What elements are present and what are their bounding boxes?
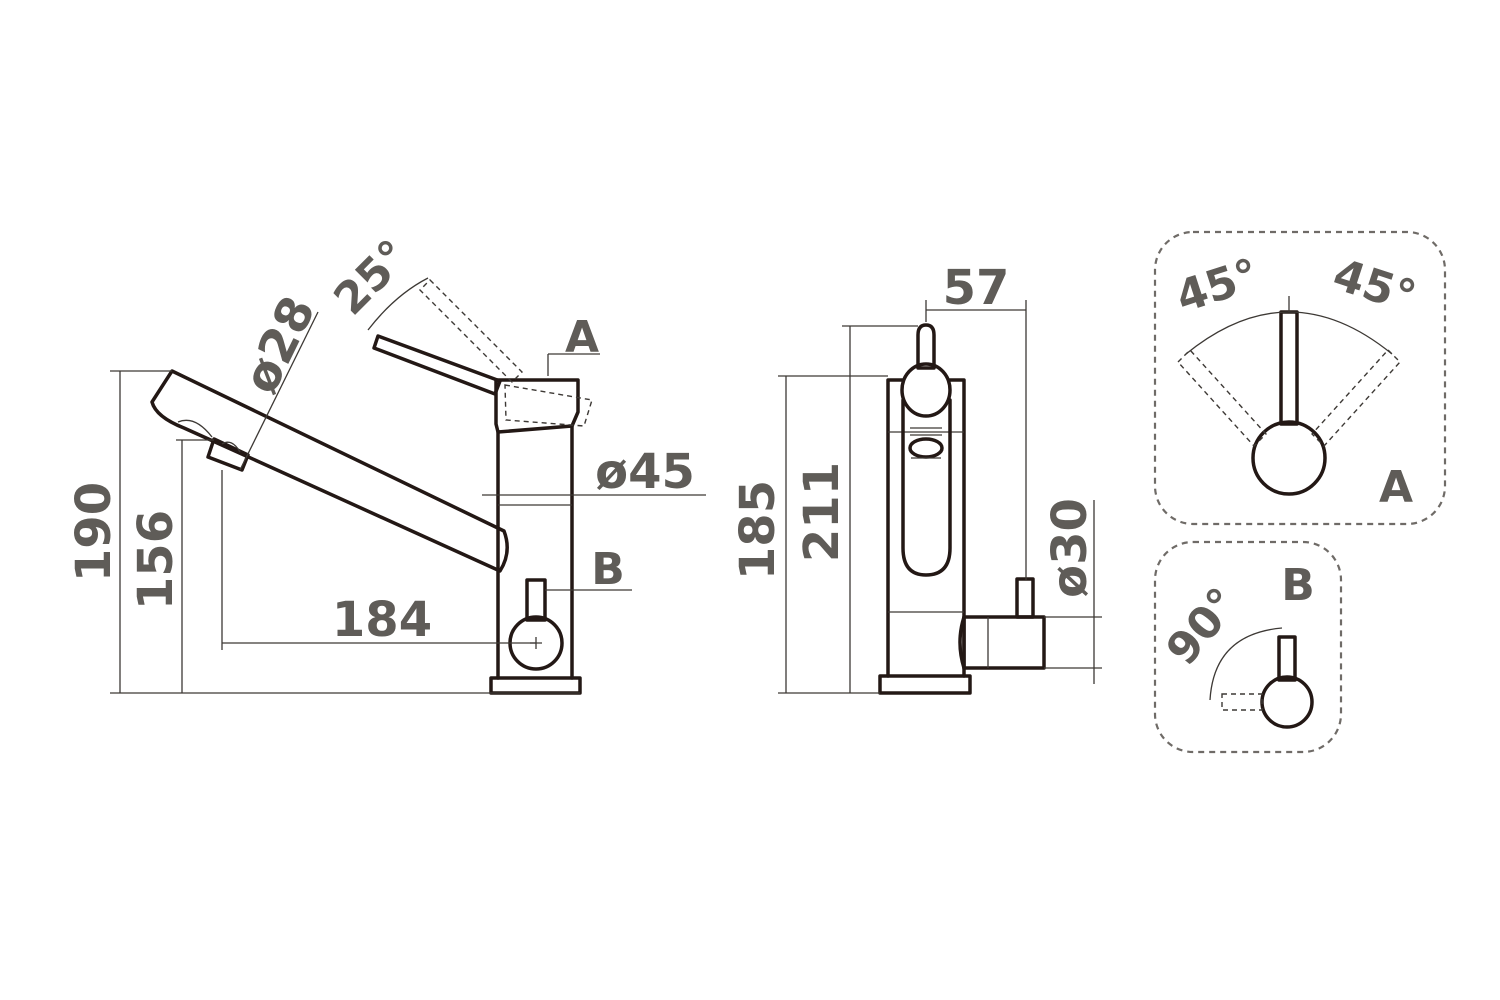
detail-b-label: B [1281, 560, 1315, 611]
dim-ø30: ø30 [1042, 498, 1098, 598]
front-lever [916, 323, 936, 370]
detail-a-lever [1279, 310, 1299, 426]
front-knob [900, 362, 952, 418]
front-aerator [908, 437, 944, 459]
side-lever-raised [419, 279, 593, 427]
front-valve-stem [1015, 577, 1035, 619]
front-view: 185 211 57 ø30 [730, 260, 1102, 695]
dim-line-184 [221, 470, 536, 650]
detail-a: 45° 45° A [1153, 230, 1447, 526]
dim-line-57 [925, 300, 1027, 580]
dim-line-185 [778, 375, 888, 694]
detail-b-knob [1260, 675, 1314, 729]
front-valve [962, 615, 1046, 670]
front-cap-inner [888, 431, 964, 613]
dim-57: 57 [943, 260, 1010, 316]
detail-a-lever-left [1177, 348, 1267, 448]
dim-line-30 [1044, 500, 1102, 684]
dim-ø28: ø28 [233, 288, 327, 402]
side-body [496, 424, 574, 680]
side-cap [494, 378, 580, 434]
side-base [489, 676, 582, 695]
front-spout [901, 398, 952, 577]
side-lever [372, 334, 502, 396]
detail-a-lever-right [1311, 348, 1401, 448]
dim-190: 190 [66, 482, 122, 582]
dim-25-deg: 25° [324, 230, 419, 325]
dim-156: 156 [128, 510, 184, 610]
detail-b-angle: 90° [1157, 578, 1250, 675]
dim-184: 184 [332, 592, 432, 648]
detail-b-arc [1209, 627, 1283, 701]
side-view: 190 156 184 ø28 ø45 25° A B [66, 230, 706, 695]
front-aerator-top [910, 427, 942, 436]
detail-a-angle-right: 45° [1327, 249, 1422, 323]
detail-b: 90° B [1153, 540, 1343, 754]
detail-a-label: A [1379, 462, 1413, 513]
dim-line-25 [367, 277, 429, 331]
leader-a [547, 353, 600, 376]
front-valve-cap [958, 615, 966, 670]
detail-a-arc [1185, 311, 1393, 355]
detail-b-lever [1277, 635, 1297, 682]
front-base [878, 674, 972, 695]
label-a: A [565, 312, 599, 363]
side-diverter-stem [525, 578, 547, 622]
dim-211: 211 [794, 462, 850, 562]
side-spout-curve [177, 419, 241, 453]
side-spout [150, 369, 509, 573]
dim-line-211 [842, 325, 918, 693]
label-b: B [591, 544, 625, 595]
side-aerator [206, 437, 250, 472]
detail-b-frame [1153, 540, 1343, 754]
dim-185: 185 [730, 480, 786, 580]
detail-a-angle-left: 45° [1170, 249, 1265, 323]
dim-line-28 [239, 311, 319, 471]
detail-a-knob [1251, 420, 1327, 496]
dim-line-190 [110, 370, 580, 694]
dim-line-156 [176, 439, 214, 693]
detail-b-lever-rotated [1221, 693, 1263, 711]
dim-ø45: ø45 [595, 444, 695, 500]
front-body [886, 378, 966, 678]
